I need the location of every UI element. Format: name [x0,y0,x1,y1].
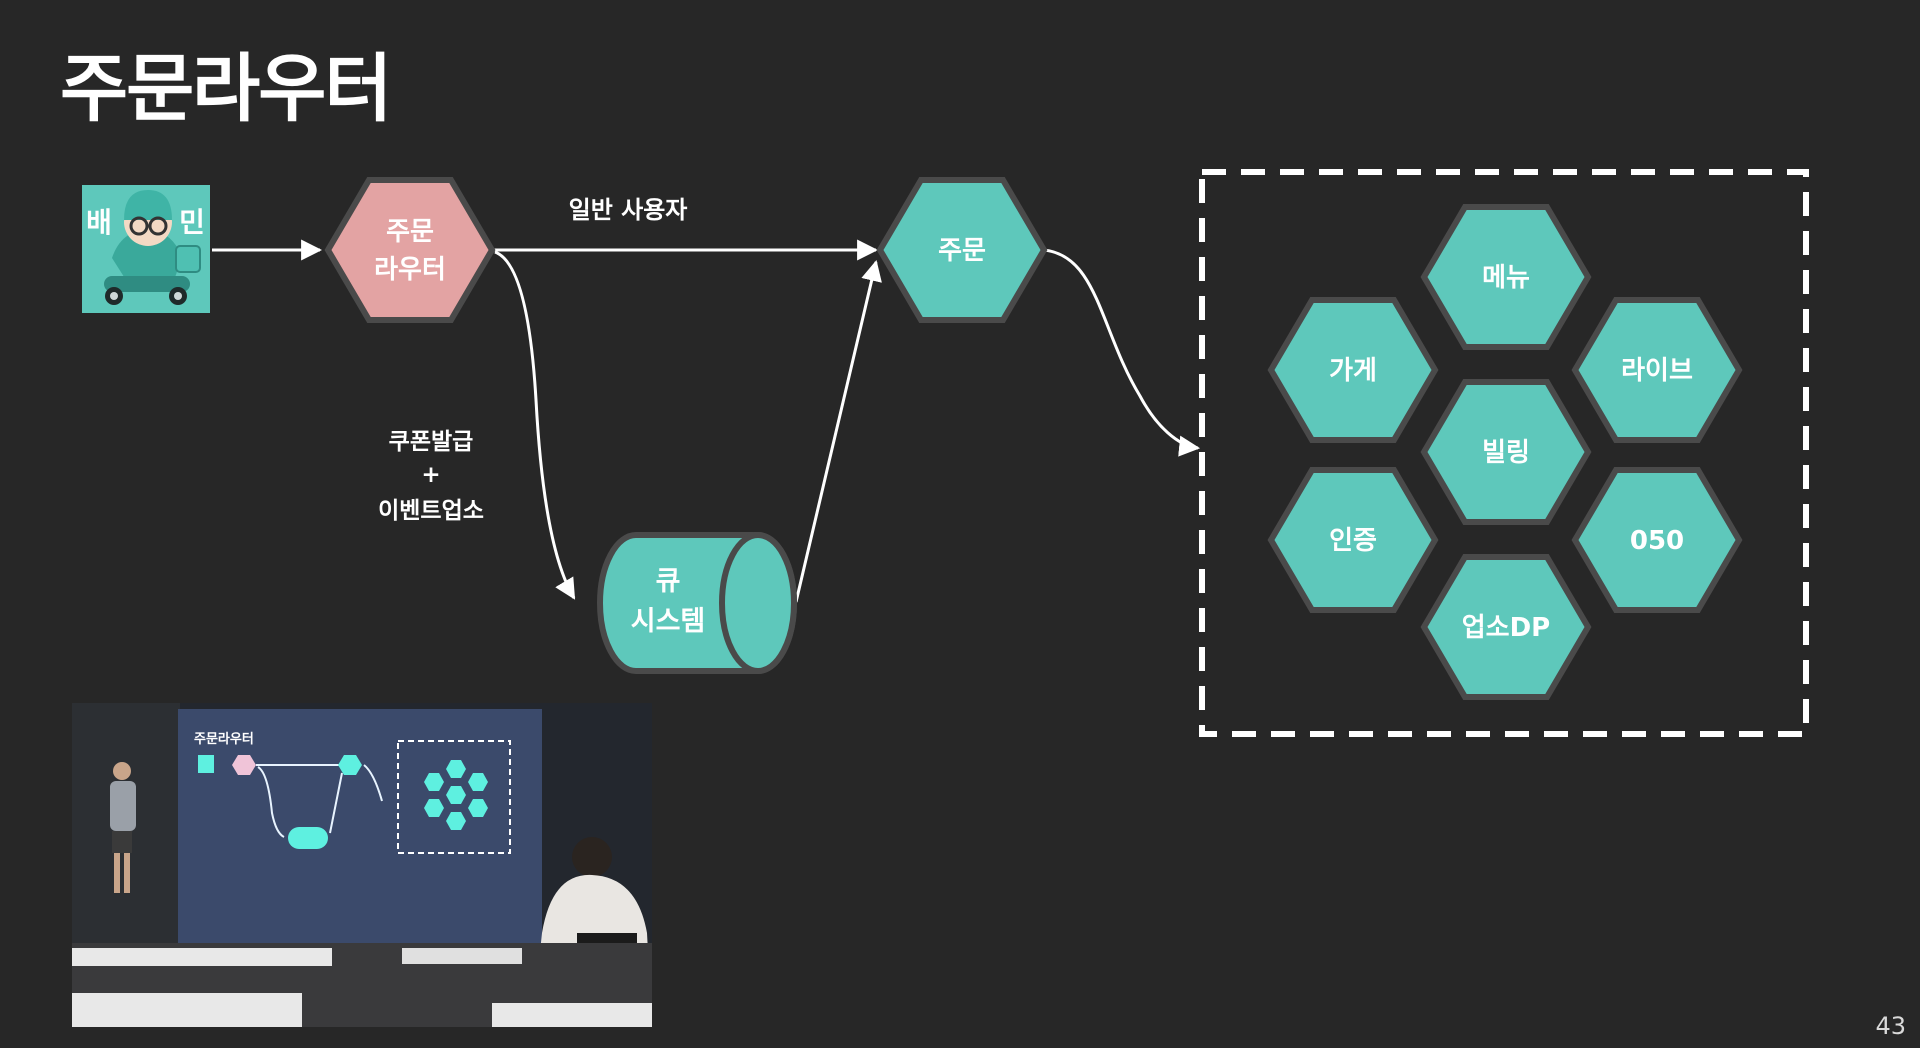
service-store: 가게 [1267,297,1439,443]
service-store-label: 가게 [1329,356,1377,386]
video-slide-title: 주문라우터 [194,731,254,747]
edge-label-plus: + [421,462,440,488]
video-frame: 주문라우터 [72,703,652,1027]
node-order-router: 주문 라우터 [324,177,496,323]
router-label-line2: 라우터 [374,255,446,285]
queue-label-line1: 큐 [656,566,681,597]
service-050: 050 [1571,467,1743,613]
router-label-line1: 주문 [386,217,434,247]
service-group-box [1199,169,1809,737]
queue-label-line2: 시스템 [631,606,706,637]
service-auth: 인증 [1267,467,1439,613]
service-050-label: 050 [1630,526,1684,556]
service-menu: 메뉴 [1420,204,1592,350]
slide-title: 주문라우터 [60,46,392,132]
logo-text-left: 배 [86,206,112,239]
slide-number: 43 [1875,1012,1906,1040]
connectors [212,239,1201,603]
edge-label-event-shop: 이벤트업소 [378,498,484,524]
service-menu-label: 메뉴 [1482,263,1530,293]
service-live: 라이브 [1571,297,1743,443]
arrow-router-to-queue [494,250,576,600]
service-auth-label: 인증 [1329,526,1377,556]
service-billing: 빌링 [1420,379,1592,525]
arrow-queue-to-order [794,259,882,603]
edge-label-normal-user: 일반 사용자 [569,196,688,224]
service-shop-dp: 업소DP [1420,554,1592,700]
logo-text-right: 민 [179,206,205,239]
service-billing-label: 빌링 [1482,438,1530,468]
presenter-video: 주문라우터 [72,703,652,1027]
baemin-logo: 배 민 [82,185,210,313]
service-shop-dp-label: 업소DP [1462,613,1550,643]
arrow-order-to-services [1043,248,1201,457]
order-label: 주문 [938,236,986,266]
service-live-label: 라이브 [1621,356,1693,386]
node-order: 주문 [876,177,1048,323]
edge-label-coupon: 쿠폰발급 [389,429,474,455]
node-queue-system: 큐 시스템 [597,532,797,674]
